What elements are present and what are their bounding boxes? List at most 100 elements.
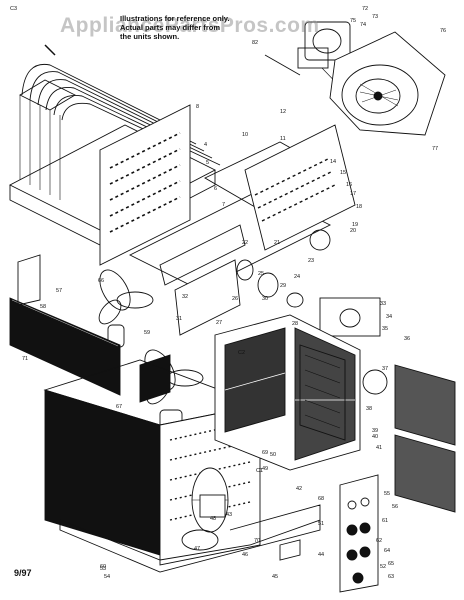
callout-48: 48 [210, 516, 216, 522]
callout-66: 66 [98, 278, 104, 284]
callout-26: 26 [232, 296, 238, 302]
shaft-rod [264, 54, 301, 76]
callout-77: 77 [432, 146, 438, 152]
callout-labels: 7273747576778284567101211141516171819202… [10, 6, 446, 580]
callout-27: 27 [216, 320, 222, 326]
callout-6: 6 [214, 186, 217, 192]
callout-14: 14 [330, 159, 336, 165]
callout-54: 54 [104, 574, 110, 580]
callout-31: 31 [176, 316, 182, 322]
callout-34: 34 [386, 314, 392, 320]
callout-82: 82 [252, 40, 258, 46]
reference-note: Illustrations for reference only. Actual… [120, 14, 260, 41]
callout-61: 61 [382, 518, 388, 524]
watermark: AppliancePartsPros.com [60, 14, 320, 37]
callout-75: 75 [350, 18, 356, 24]
callout-42: 42 [296, 486, 302, 492]
note-line-1: Illustrations for reference only. [120, 14, 230, 23]
callout-47: 47 [194, 546, 200, 552]
callout-65: 65 [388, 561, 394, 567]
louver-frame [299, 344, 388, 441]
callout-8: 8 [196, 104, 199, 110]
condenser-coil [9, 297, 171, 556]
control-box [128, 124, 356, 336]
note-line-2: Actual parts may differ from [120, 23, 221, 32]
filter-lower [394, 434, 456, 513]
callout-50: 50 [270, 452, 276, 458]
callout-51: 51 [318, 521, 324, 527]
evaporator-coil [9, 63, 221, 266]
callout-35: 35 [382, 326, 388, 332]
callout-49: 49 [262, 466, 268, 472]
switch-block [279, 539, 301, 561]
callout-c1: C1 [256, 468, 263, 474]
callout-37: 37 [382, 366, 388, 372]
callout-68: 68 [318, 496, 324, 502]
callout-56: 56 [392, 504, 398, 510]
callout-c2: C2 [238, 350, 245, 356]
callout-21: 21 [274, 240, 280, 246]
callout-30: 30 [262, 296, 268, 302]
capacitor-and-switch [236, 259, 381, 337]
callout-58: 58 [40, 304, 46, 310]
callout-33: 33 [380, 301, 386, 307]
callout-5: 5 [206, 160, 209, 166]
callout-23: 23 [308, 258, 314, 264]
callout-76: 76 [440, 28, 446, 34]
callout-c3: C3 [10, 6, 17, 12]
callout-64: 64 [384, 548, 390, 554]
callout-41: 41 [376, 445, 382, 451]
callout-59: 59 [144, 330, 150, 336]
callout-18: 18 [356, 204, 362, 210]
callout-11: 11 [280, 136, 286, 142]
callout-46: 46 [242, 552, 248, 558]
blower-housing [329, 31, 446, 136]
callout-69: 69 [262, 450, 268, 456]
callout-36: 36 [404, 336, 410, 342]
callout-39: 39 [372, 428, 378, 434]
callout-73: 73 [372, 14, 378, 20]
compressor [181, 467, 229, 551]
callout-45: 45 [272, 574, 278, 580]
callout-7: 7 [222, 202, 225, 208]
callout-12: 12 [280, 109, 286, 115]
callout-17: 17 [350, 191, 356, 197]
callout-10: 10 [242, 132, 248, 138]
callout-16: 16 [346, 182, 352, 188]
callout-67: 67 [116, 404, 122, 410]
callout-74: 74 [360, 22, 366, 28]
callout-22: 22 [242, 240, 248, 246]
callout-70: 70 [254, 538, 260, 544]
callout-43: 43 [226, 512, 232, 518]
callout-15: 15 [340, 170, 346, 176]
callout-19: 19 [352, 222, 358, 228]
callout-28: 28 [292, 321, 298, 327]
callout-57: 57 [56, 288, 62, 294]
callout-53: 53 [100, 566, 106, 572]
front-grille [214, 314, 361, 471]
date-code: 9/97 [14, 568, 32, 578]
callout-44: 44 [318, 552, 324, 558]
control-panel-front [339, 474, 379, 593]
callout-20: 20 [350, 228, 356, 234]
callout-25: 25 [258, 271, 264, 277]
callout-29: 29 [280, 283, 286, 289]
note-line-3: the units shown. [120, 32, 180, 41]
callout-52: 52 [380, 564, 386, 570]
callout-63: 63 [388, 574, 394, 580]
callout-40: 40 [372, 434, 378, 440]
callout-4: 4 [204, 142, 207, 148]
callout-55: 55 [384, 491, 390, 497]
callout-71: 71 [22, 356, 28, 362]
screw-top-left [44, 44, 56, 56]
callout-32: 32 [182, 294, 188, 300]
callout-62: 62 [376, 538, 382, 544]
filter-upper [394, 364, 456, 446]
callout-72: 72 [362, 6, 368, 12]
callout-24: 24 [294, 274, 300, 280]
callout-60: 60 [100, 564, 106, 570]
callout-38: 38 [366, 406, 372, 412]
bracket-left [17, 254, 41, 306]
